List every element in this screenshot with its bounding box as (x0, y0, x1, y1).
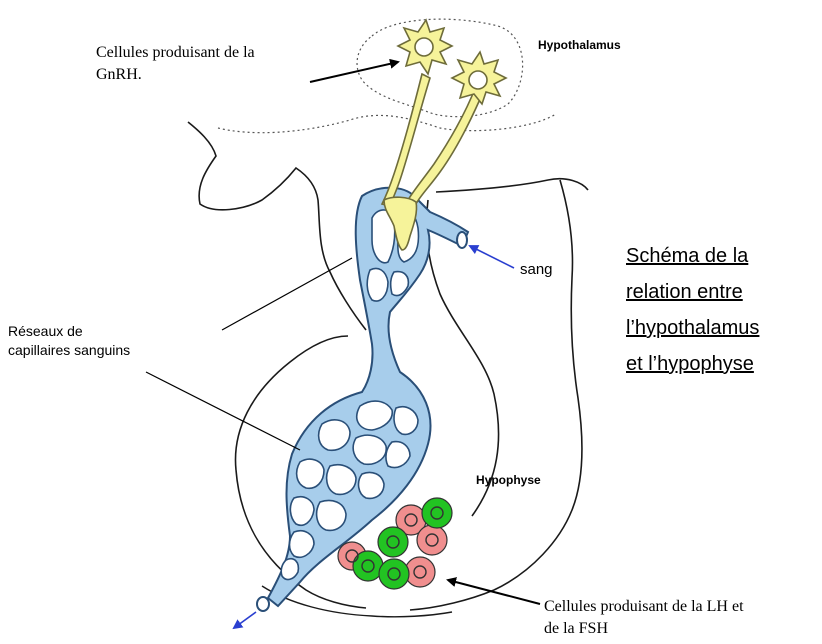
outflow-arrow (234, 612, 256, 628)
neuron-cells (382, 20, 506, 250)
title-line-1: Schéma de la (626, 238, 759, 274)
label-lh-fsh-line-1: Cellules produisant de la LH et (544, 596, 744, 618)
label-hypophyse: Hypophyse (476, 473, 541, 487)
label-lh-fsh-line-2: de la FSH (544, 618, 744, 640)
label-sang: sang (520, 260, 553, 279)
label-gnrh-line-1: Cellules produisant de la (96, 42, 255, 64)
diagram-title: Schéma de la relation entre l’hypothalam… (626, 238, 759, 382)
title-line-3: l’hypothalamus (626, 310, 759, 346)
label-lh-fsh-cells: Cellules produisant de la LH et de la FS… (544, 596, 744, 640)
label-capillaries-line-2: capillaires sanguins (8, 341, 130, 360)
label-gnrh-line-2: GnRH. (96, 64, 255, 86)
title-line-2: relation entre (626, 274, 759, 310)
title-line-4: et l’hypophyse (626, 346, 759, 382)
label-capillaries-line-1: Réseaux de (8, 322, 130, 341)
brain-dotted-line (218, 114, 556, 133)
sang-arrow (470, 246, 514, 268)
label-capillaries: Réseaux de capillaires sanguins (8, 322, 130, 360)
label-gnrh-cells: Cellules produisant de la GnRH. (96, 42, 255, 86)
capillary-leader-1 (222, 258, 352, 330)
gnrh-arrow (310, 62, 398, 82)
label-hypothalamus: Hypothalamus (538, 38, 621, 52)
capillary-leader-2 (146, 372, 300, 450)
